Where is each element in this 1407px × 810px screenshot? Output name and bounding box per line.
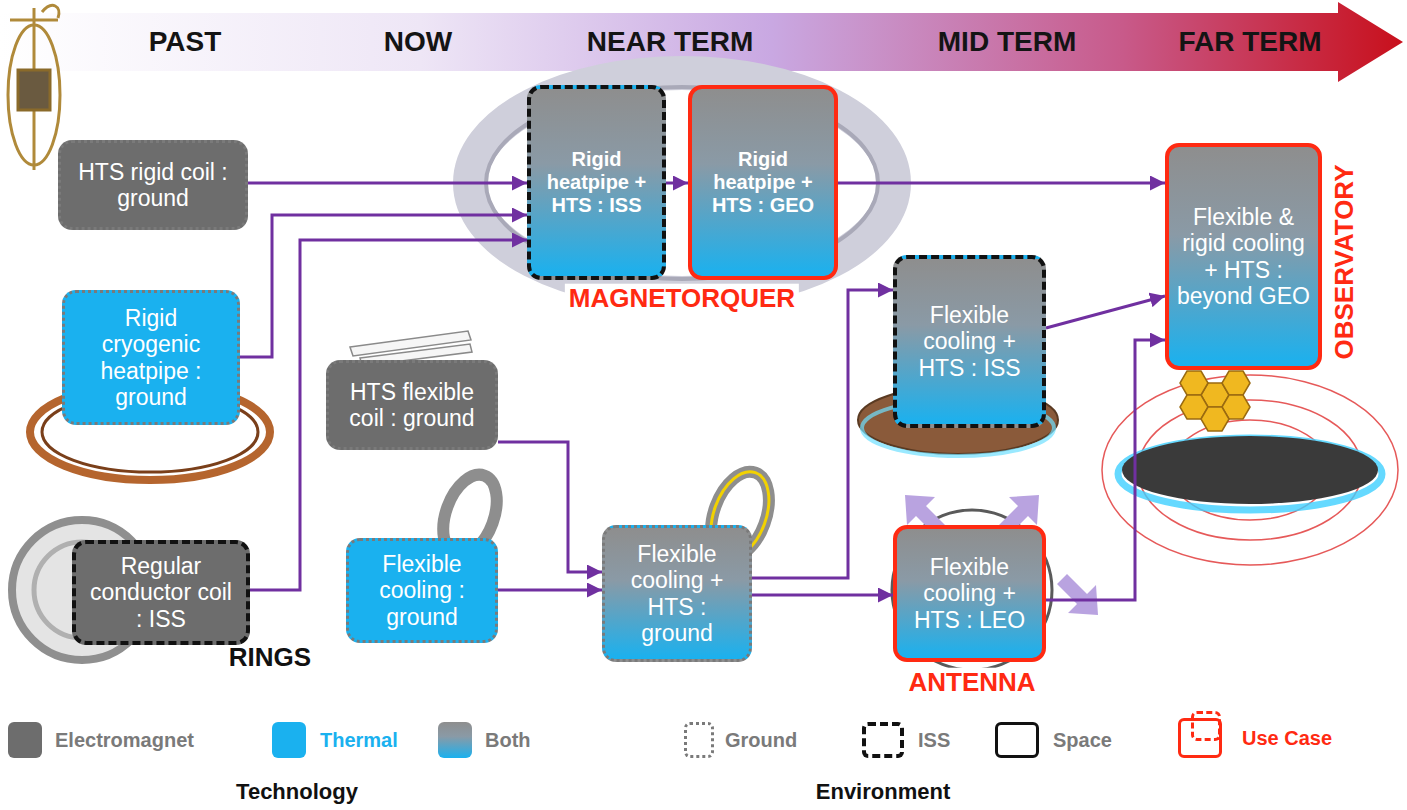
flow-arrow [498, 589, 602, 592]
node-text: Flexible cooling + HTS : ISS [905, 302, 1034, 381]
mirror-segment [1180, 371, 1208, 395]
combined-box: Flexible cooling + HTS : ground [602, 525, 752, 662]
node-text: Rigid cryogenic heatpipe : ground [73, 305, 229, 411]
node-text: Rigid heatpipe + HTS : ISS [539, 148, 654, 217]
legend-text: Use Case [1242, 727, 1332, 750]
legend-swatch-part [1191, 711, 1221, 741]
node-text: Regular conductor coil : ISS [84, 553, 238, 632]
flow-arrow [752, 594, 893, 597]
project-label: RINGS [225, 643, 315, 672]
node-text: HTS rigid coil : ground [69, 159, 237, 212]
node-text: Rigid heatpipe + HTS : GEO [700, 148, 826, 217]
mirror-segment [1222, 371, 1250, 395]
use-case-label: MAGNETORQUER [565, 284, 799, 313]
apparatus-horn [42, 5, 59, 18]
legend-swatch [438, 722, 472, 758]
antenna-circle [892, 510, 1052, 670]
antenna-arrow [1057, 574, 1098, 615]
flow-arrow [838, 182, 1165, 185]
electromagnet-box: HTS rigid coil : ground [58, 140, 248, 230]
thermal-box: Flexible cooling : ground [346, 538, 498, 643]
legend-text: Electromagnet [55, 729, 194, 752]
electromagnet-box: Regular conductor coil : ISS [72, 540, 250, 645]
legend-swatch [8, 722, 42, 758]
field-line [1102, 375, 1398, 565]
combined-box: Rigid heatpipe + HTS : ISS [527, 85, 666, 280]
combined-box: Rigid heatpipe + HTS : GEO [688, 85, 838, 280]
electromagnet-box: HTS flexible coil : ground [326, 360, 498, 450]
observatory-disc [1122, 436, 1378, 504]
legend-swatch [1178, 718, 1222, 758]
combined-box: Flexible & rigid cooling + HTS : beyond … [1165, 143, 1322, 370]
flow-arrow [752, 290, 893, 578]
node-text: Flexible cooling + HTS : LEO [905, 554, 1034, 633]
legend-swatch [862, 722, 904, 758]
node-text: HTS flexible coil : ground [337, 379, 487, 432]
timeline-label: MID TERM [934, 27, 1080, 58]
node-text: Flexible cooling + HTS : ground [613, 541, 741, 647]
legend-text: Both [485, 729, 531, 752]
legend-text: ISS [918, 729, 950, 752]
observatory-field-lines [1102, 375, 1398, 565]
thermal-box: Rigid cryogenic heatpipe : ground [62, 290, 240, 425]
legend-text: Ground [725, 729, 797, 752]
timeline-label: FAR TERM [1174, 27, 1325, 58]
flow-arrow [1046, 296, 1165, 328]
node-text: Flexible cooling : ground [357, 551, 487, 630]
legend-swatch [272, 722, 306, 758]
timeline-label: NOW [380, 27, 456, 58]
timeline-label: PAST [145, 27, 226, 58]
legend-swatch [995, 722, 1039, 758]
timeline-label: NEAR TERM [583, 27, 757, 58]
use-case-label: OBSERVATORY [1330, 160, 1359, 363]
legend-text: Space [1053, 729, 1112, 752]
legend-heading: Technology [232, 780, 362, 804]
mirror-segment [1201, 407, 1229, 431]
antique-apparatus [8, 5, 60, 170]
legend-heading: Environment [812, 780, 954, 804]
legend-swatch [684, 722, 714, 758]
node-text: Flexible & rigid cooling + HTS : beyond … [1177, 204, 1310, 310]
telescope-mirror [1180, 371, 1250, 431]
magnetorquer-ring [470, 73, 894, 293]
combined-box: Flexible cooling + HTS : ISS [893, 255, 1046, 428]
flow-arrow [498, 442, 602, 572]
combined-box: Flexible cooling + HTS : LEO [893, 525, 1046, 662]
flow-arrow [666, 182, 688, 185]
legend-text: Thermal [320, 729, 398, 752]
use-case-label: ANTENNA [904, 668, 1039, 697]
flow-arrow [248, 182, 527, 185]
flow-arrow [240, 215, 527, 357]
flow-arrow [1046, 340, 1165, 600]
apparatus-body [18, 70, 50, 110]
